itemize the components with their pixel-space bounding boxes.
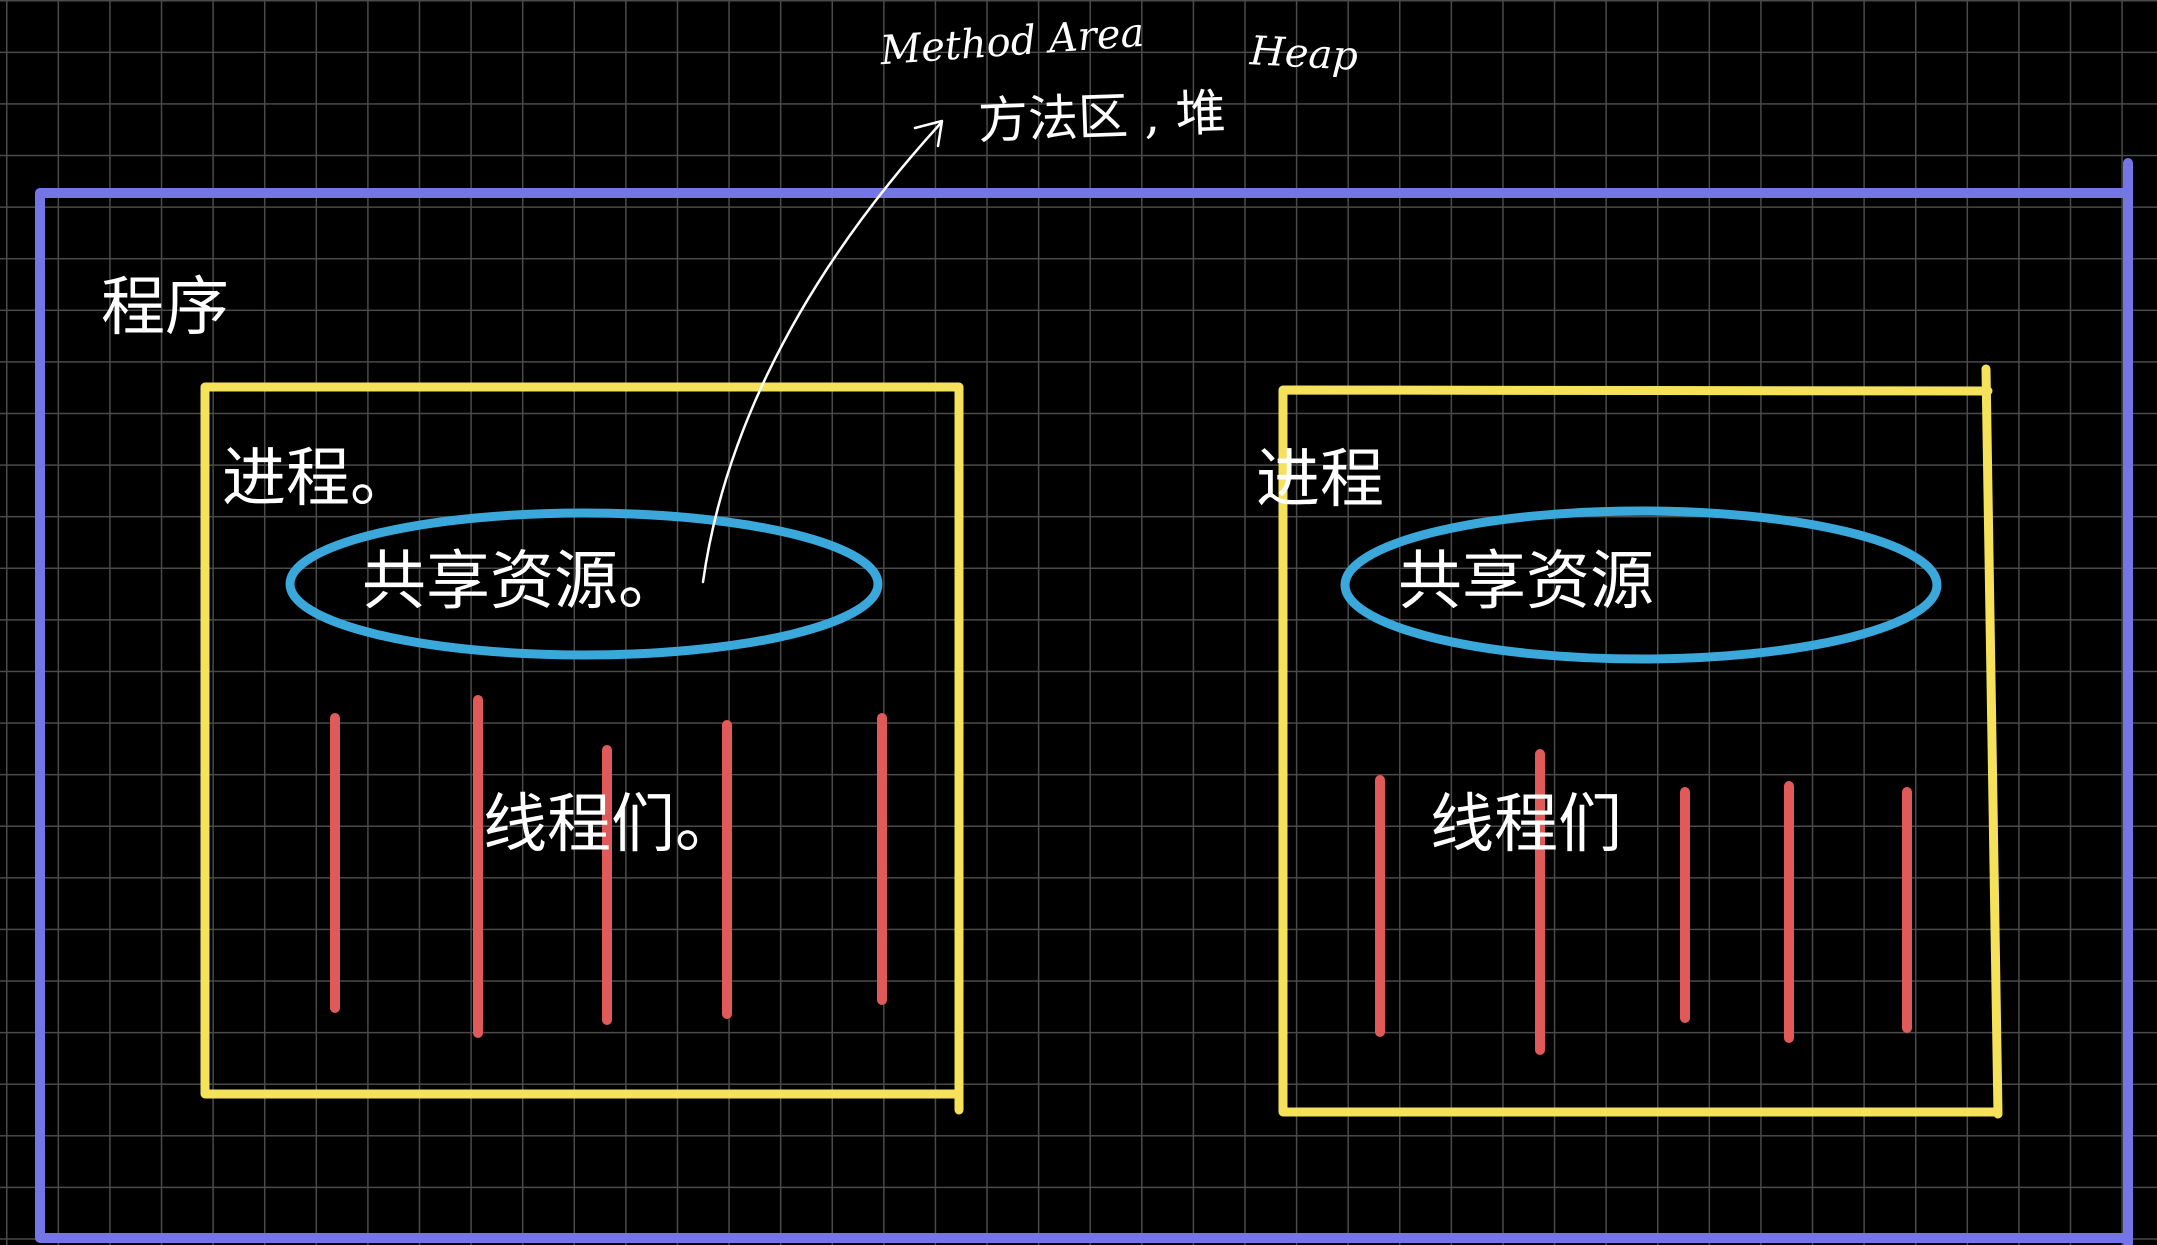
- right-process-title: 进程: [1256, 443, 1384, 517]
- annotation-arrow: [701, 122, 942, 584]
- right-shared-resource-ellipse: [1340, 506, 1942, 664]
- method-area-heap-cn-annotation: 方法区 , 堆: [977, 83, 1227, 151]
- program-box: [35, 158, 2133, 1245]
- program-label: 程序: [101, 271, 229, 345]
- left-shared-resource-label: 共享资源。: [362, 545, 682, 619]
- left-shared-resource-ellipse: [285, 508, 883, 660]
- left-process-box: [200, 382, 964, 1115]
- right-threads-label: 线程们: [1430, 788, 1622, 862]
- annotation-arrowhead: [913, 119, 944, 148]
- right-shared-resource-label: 共享资源: [1398, 545, 1654, 619]
- heap-annotation: Heap: [1248, 28, 1360, 80]
- right-process-box: [1278, 364, 2003, 1119]
- left-threads-label: 线程们。: [483, 788, 739, 862]
- left-process-title: 进程。: [222, 442, 414, 516]
